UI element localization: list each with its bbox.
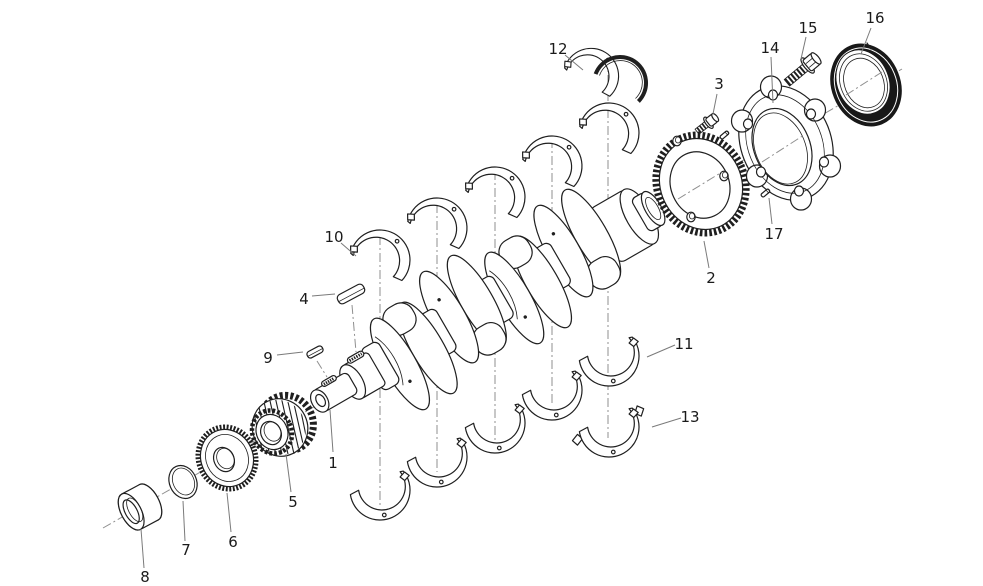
o-ring-illustration	[168, 464, 198, 500]
small-bolt-illustration	[694, 112, 720, 135]
callout-14-label[interactable]: 14	[760, 39, 779, 57]
upper-bearing-shell	[518, 123, 594, 190]
leader-lines	[140, 27, 872, 569]
hex-bolt-illustration	[783, 52, 822, 87]
callout-labels: 1 2 3 4 5 6 7 8 9 10 11 12 13 14 15 16 1…	[140, 9, 884, 586]
callout-17-label[interactable]: 17	[764, 225, 783, 243]
axis-overlay-segments	[677, 71, 883, 200]
callout-10-label[interactable]: 10	[324, 228, 343, 246]
callout-4-label[interactable]: 4	[299, 290, 309, 308]
upper-bearing-shell	[403, 185, 479, 252]
lower-thrust-bearing	[571, 405, 651, 467]
dowel-pin	[760, 188, 771, 198]
upper-bearing-shell	[346, 217, 422, 284]
keyway-slot-rear	[346, 350, 365, 364]
callout-9-label[interactable]: 9	[263, 349, 273, 367]
lower-bearing-shell	[463, 401, 537, 463]
key-large-illustration	[336, 283, 366, 305]
timing-gear-illustration	[243, 391, 317, 461]
lower-bearing-shell	[405, 435, 479, 497]
lower-bearing-shell	[520, 368, 594, 430]
callout-1-label[interactable]: 1	[328, 454, 338, 472]
fine-tooth-gear-illustration	[195, 424, 259, 492]
callout-11-label[interactable]: 11	[674, 335, 693, 353]
lower-bearing-shell	[577, 334, 651, 396]
key-small-illustration	[306, 345, 324, 359]
dowel-pin	[719, 130, 730, 140]
callout-2-label[interactable]: 2	[706, 269, 716, 287]
oil-seal-illustration	[830, 42, 902, 127]
callout-8-label[interactable]: 8	[140, 568, 150, 586]
ring-gear-illustration	[652, 131, 750, 237]
upper-thrust-bearing-pair	[560, 35, 649, 103]
callout-16-label[interactable]: 16	[865, 9, 884, 27]
bushing-illustration	[117, 483, 163, 531]
callout-3-label[interactable]: 3	[714, 75, 724, 93]
lower-bearing-shell	[348, 468, 422, 530]
upper-bearing-shell	[461, 154, 537, 221]
callout-5-label[interactable]: 5	[288, 493, 298, 511]
crankshaft-illustration	[309, 188, 666, 413]
callout-12-label[interactable]: 12	[548, 40, 567, 58]
callout-13-label[interactable]: 13	[680, 408, 699, 426]
retainer-plate-illustration	[730, 75, 842, 211]
callout-15-label[interactable]: 15	[798, 19, 817, 37]
callout-6-label[interactable]: 6	[228, 533, 238, 551]
callout-7-label[interactable]: 7	[181, 541, 191, 559]
